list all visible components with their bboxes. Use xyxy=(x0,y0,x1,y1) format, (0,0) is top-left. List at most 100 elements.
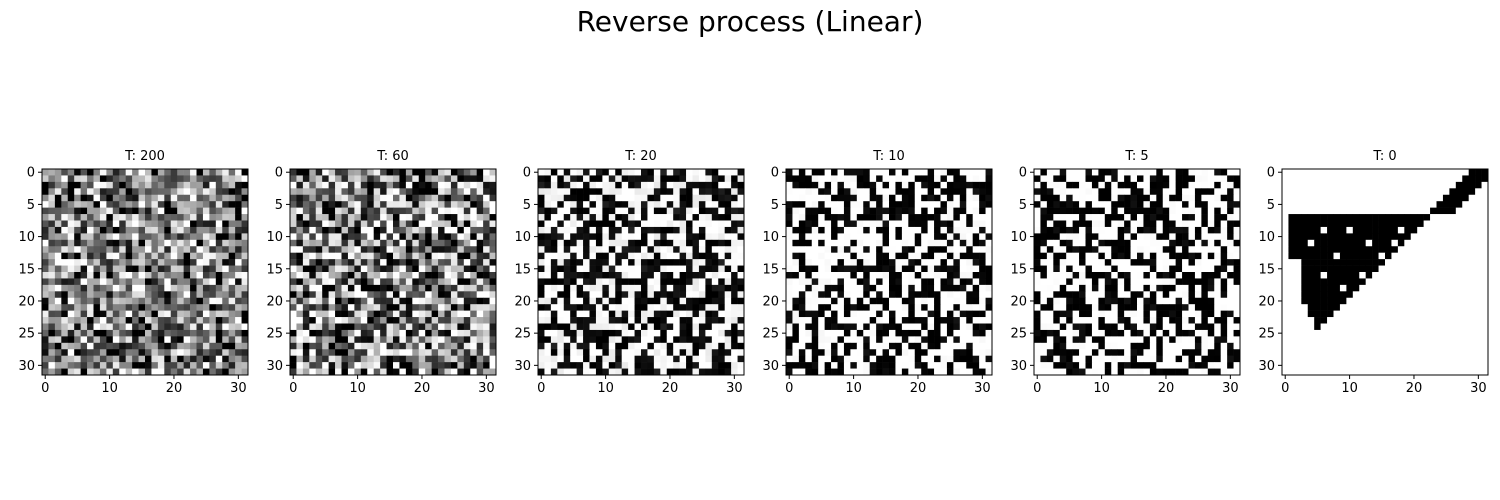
pixel-cell xyxy=(856,368,864,376)
pixel-cell xyxy=(425,336,432,344)
pixel-cell xyxy=(811,342,819,350)
pixel-cell xyxy=(412,329,420,337)
pixel-cell xyxy=(1220,207,1228,215)
pixel-cell xyxy=(190,214,197,221)
pixel-cell xyxy=(934,272,941,279)
pixel-cell xyxy=(438,329,445,337)
pixel-cell xyxy=(209,323,217,331)
pixel-cell xyxy=(405,278,413,286)
pixel-cell xyxy=(87,252,94,260)
pixel-cell xyxy=(463,342,471,350)
pixel-cell xyxy=(457,220,465,228)
pixel-cell xyxy=(660,233,668,241)
pixel-cell xyxy=(106,342,114,350)
pixel-cell xyxy=(1111,284,1118,292)
pixel-cell xyxy=(850,214,858,221)
pixel-cell xyxy=(425,226,432,234)
pixel-cell xyxy=(1156,259,1164,266)
pixel-cell xyxy=(1079,207,1086,215)
pixel-cell xyxy=(1098,239,1106,247)
pixel-cell xyxy=(966,201,973,208)
pixel-cell xyxy=(190,349,197,356)
pixel-cell xyxy=(463,329,471,337)
pixel-cell xyxy=(550,265,558,273)
pixel-cell xyxy=(876,291,883,299)
pixel-cell xyxy=(399,220,407,228)
pixel-cell xyxy=(157,188,165,196)
pixel-cell xyxy=(901,368,909,376)
pixel-cell xyxy=(589,329,597,337)
pixel-cell xyxy=(959,201,967,208)
pixel-cell xyxy=(87,284,94,292)
pixel-cell xyxy=(621,310,629,318)
pixel-cell xyxy=(1214,207,1221,215)
pixel-cell xyxy=(718,368,725,376)
pixel-cell xyxy=(61,175,69,183)
pixel-cell xyxy=(843,323,851,331)
pixel-cell xyxy=(673,317,680,324)
pixel-cell xyxy=(335,175,342,183)
pixel-cell xyxy=(328,349,336,356)
pixel-cell xyxy=(177,284,184,292)
pixel-cell xyxy=(570,233,577,241)
pixel-cell xyxy=(595,355,603,363)
pixel-cell xyxy=(1085,175,1093,183)
pixel-cell xyxy=(953,220,961,228)
pixel-cell xyxy=(1201,239,1209,247)
pixel-cell xyxy=(457,265,465,273)
pixel-cell xyxy=(1104,181,1112,189)
pixel-cell xyxy=(170,297,178,305)
pixel-cell xyxy=(921,233,928,241)
pixel-cell xyxy=(106,239,114,247)
pixel-cell xyxy=(380,304,387,311)
pixel-cell xyxy=(1079,239,1086,247)
pixel-cell xyxy=(576,194,584,202)
pixel-cell xyxy=(686,194,693,202)
pixel-cell xyxy=(946,272,954,279)
pixel-cell xyxy=(595,291,603,299)
pixel-cell xyxy=(805,310,813,318)
pixel-cell xyxy=(87,175,94,183)
pixel-cell xyxy=(538,368,545,376)
pixel-cell xyxy=(979,342,986,350)
pixel-cell xyxy=(360,194,368,202)
y-tick-label: 10 xyxy=(266,230,283,245)
pixel-cell xyxy=(483,297,490,305)
pixel-cell xyxy=(328,246,336,253)
pixel-cell xyxy=(679,272,687,279)
pixel-cell xyxy=(1040,207,1048,215)
pixel-cell xyxy=(724,291,732,299)
pixel-cell xyxy=(940,169,948,176)
pixel-cell xyxy=(837,342,845,350)
pixel-cell xyxy=(235,220,242,228)
pixel-cell xyxy=(1188,246,1196,253)
pixel-cell xyxy=(42,272,49,279)
pixel-cell xyxy=(335,329,342,337)
pixel-cell xyxy=(985,297,993,305)
pixel-cell xyxy=(418,329,426,337)
pixel-cell xyxy=(634,252,642,260)
pixel-cell xyxy=(583,284,590,292)
pixel-cell xyxy=(209,304,217,311)
pixel-cell xyxy=(196,297,204,305)
pixel-cell xyxy=(901,323,909,331)
pixel-cell xyxy=(1220,278,1228,286)
pixel-cell xyxy=(1207,181,1215,189)
pixel-cell xyxy=(470,201,477,208)
pixel-cell xyxy=(711,317,719,324)
pixel-cell xyxy=(93,368,101,376)
pixel-cell xyxy=(595,181,603,189)
pixel-cell xyxy=(889,201,896,208)
pixel-cell xyxy=(856,194,864,202)
pixel-cell xyxy=(953,323,961,331)
pixel-cell xyxy=(647,226,655,234)
pixel-cell xyxy=(1188,323,1196,331)
pixel-cell xyxy=(157,310,165,318)
pixel-cell xyxy=(628,272,635,279)
pixel-cell xyxy=(347,310,355,318)
pixel-cell xyxy=(863,220,870,228)
pixel-cell xyxy=(686,220,693,228)
pixel-cell xyxy=(908,355,916,363)
x-tick-label: 30 xyxy=(974,381,991,396)
pixel-cell xyxy=(1091,317,1099,324)
